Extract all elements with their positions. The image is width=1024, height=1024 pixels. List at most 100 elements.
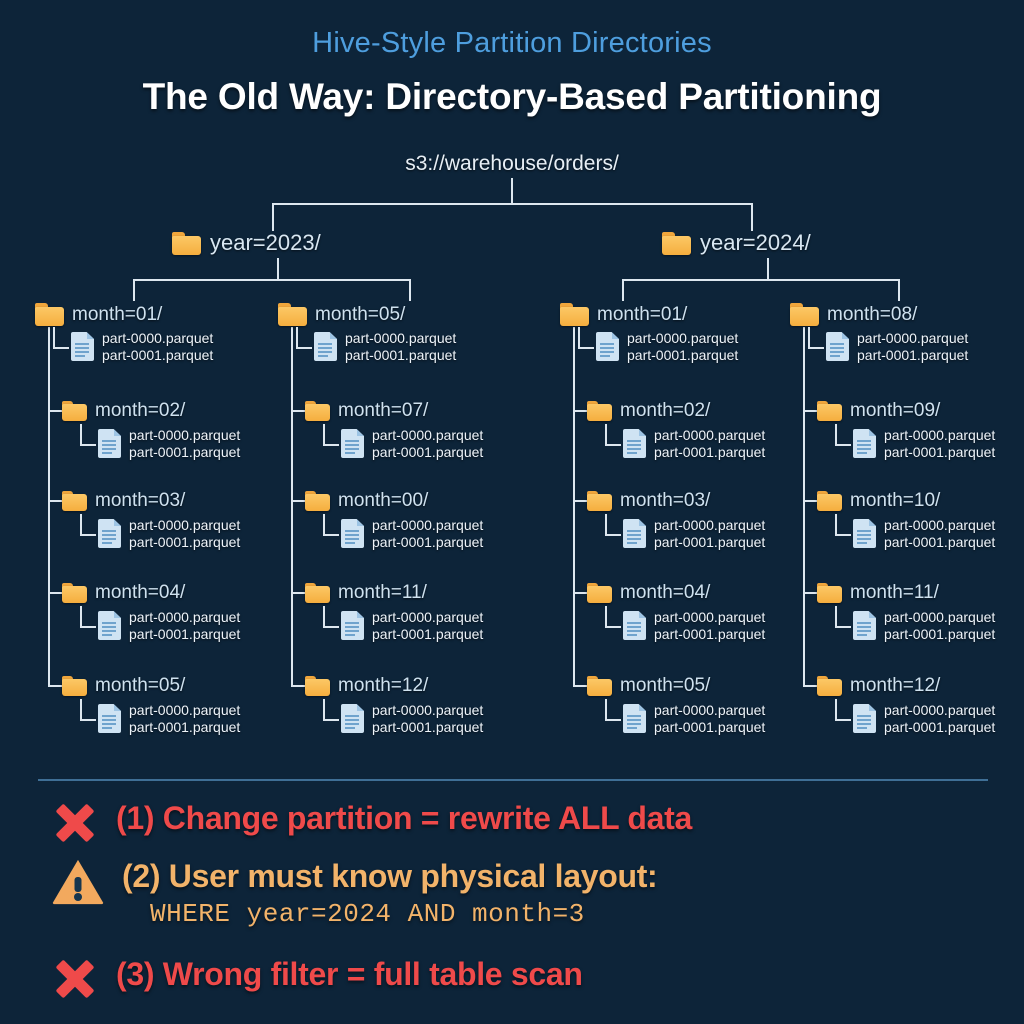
parquet-file-name: part-0001.parquet xyxy=(884,625,996,642)
month-folder-node[interactable]: month=09/ xyxy=(817,400,940,422)
parquet-file-name: part-0001.parquet xyxy=(129,533,241,550)
month-folder-node[interactable]: month=03/ xyxy=(587,490,710,512)
parquet-file-name: part-0001.parquet xyxy=(654,533,766,550)
connector-file-elbow xyxy=(605,424,621,446)
parquet-file-icon xyxy=(341,429,364,459)
folder-icon xyxy=(62,491,87,511)
month-folder-node[interactable]: month=11/ xyxy=(817,582,939,604)
connector-file-elbow xyxy=(323,424,339,446)
month-folder-node[interactable]: month=10/ xyxy=(817,490,940,512)
month-folder-label: month=05/ xyxy=(95,675,186,696)
parquet-file-name: part-0001.parquet xyxy=(654,625,766,642)
parquet-file-name: part-0000.parquet xyxy=(102,330,214,346)
connector-column-spine xyxy=(803,327,805,685)
folder-icon xyxy=(62,401,87,421)
month-folder-node[interactable]: month=05/ xyxy=(278,303,405,326)
connector-branch-tick xyxy=(48,685,62,687)
parquet-file-name: part-0000.parquet xyxy=(884,702,996,718)
folder-icon xyxy=(817,401,842,421)
parquet-file-icon xyxy=(623,704,646,734)
connector-file-elbow xyxy=(578,327,594,349)
month-folder-node[interactable]: month=04/ xyxy=(62,582,185,604)
folder-icon xyxy=(587,401,612,421)
month-folder-node[interactable]: month=02/ xyxy=(587,400,710,422)
connector-branch-tick xyxy=(573,685,587,687)
parquet-file-name: part-0000.parquet xyxy=(129,609,241,625)
parquet-file-name: part-0001.parquet xyxy=(129,443,241,460)
parquet-file-name: part-0001.parquet xyxy=(129,718,241,735)
month-folder-node[interactable]: month=07/ xyxy=(305,400,428,422)
month-folder-node[interactable]: month=05/ xyxy=(587,675,710,697)
month-folder-node[interactable]: month=12/ xyxy=(305,675,428,697)
connector-file-elbow xyxy=(80,699,96,721)
connector-branch-tick xyxy=(48,410,62,412)
problem-text: (3) Wrong filter = full table scan xyxy=(116,956,583,992)
warning-triangle-icon xyxy=(52,858,104,906)
month-folder-label: month=00/ xyxy=(338,490,429,511)
year-node-2023[interactable]: year=2023/ xyxy=(172,230,321,256)
connector-2023-colA-drop xyxy=(133,279,135,301)
month-folder-node[interactable]: month=12/ xyxy=(817,675,940,697)
month-folder-node[interactable]: month=04/ xyxy=(587,582,710,604)
parquet-file-icon xyxy=(853,429,876,459)
month-folder-node[interactable]: month=11/ xyxy=(305,582,427,604)
parquet-file-icon xyxy=(71,332,94,362)
connector-branch-tick xyxy=(291,500,305,502)
connector-file-elbow xyxy=(605,606,621,628)
month-folder-node[interactable]: month=01/ xyxy=(560,303,687,326)
connector-branch-tick xyxy=(803,592,817,594)
connector-2024-stem xyxy=(767,258,769,280)
parquet-file-name: part-0001.parquet xyxy=(129,625,241,642)
folder-icon xyxy=(817,676,842,696)
connector-file-elbow xyxy=(605,514,621,536)
parquet-file-name: part-0000.parquet xyxy=(372,702,484,718)
connector-branch-tick xyxy=(291,410,305,412)
parquet-file-name: part-0001.parquet xyxy=(345,346,457,363)
folder-icon xyxy=(587,583,612,603)
parquet-file-name: part-0000.parquet xyxy=(654,702,766,718)
folder-icon xyxy=(662,231,691,255)
parquet-file-name: part-0001.parquet xyxy=(884,718,996,735)
year-node-2024[interactable]: year=2024/ xyxy=(662,230,811,256)
month-folder-label: month=11/ xyxy=(338,582,427,603)
month-folder-node[interactable]: month=02/ xyxy=(62,400,185,422)
month-folder-label: month=05/ xyxy=(315,303,406,325)
month-folder-node[interactable]: month=01/ xyxy=(35,303,162,326)
month-folder-node[interactable]: month=08/ xyxy=(790,303,917,326)
connector-root-left-drop xyxy=(272,203,274,231)
month-folder-node[interactable]: month=05/ xyxy=(62,675,185,697)
kicker-subtitle: Hive-Style Partition Directories xyxy=(312,27,712,59)
problem-sql-snippet: WHERE year=2024 AND month=3 xyxy=(150,899,585,929)
parquet-file-name: part-0000.parquet xyxy=(372,609,484,625)
month-folder-node[interactable]: month=00/ xyxy=(305,490,428,512)
month-folder-node[interactable]: month=03/ xyxy=(62,490,185,512)
month-folder-label: month=02/ xyxy=(95,400,186,421)
folder-icon xyxy=(560,303,589,326)
